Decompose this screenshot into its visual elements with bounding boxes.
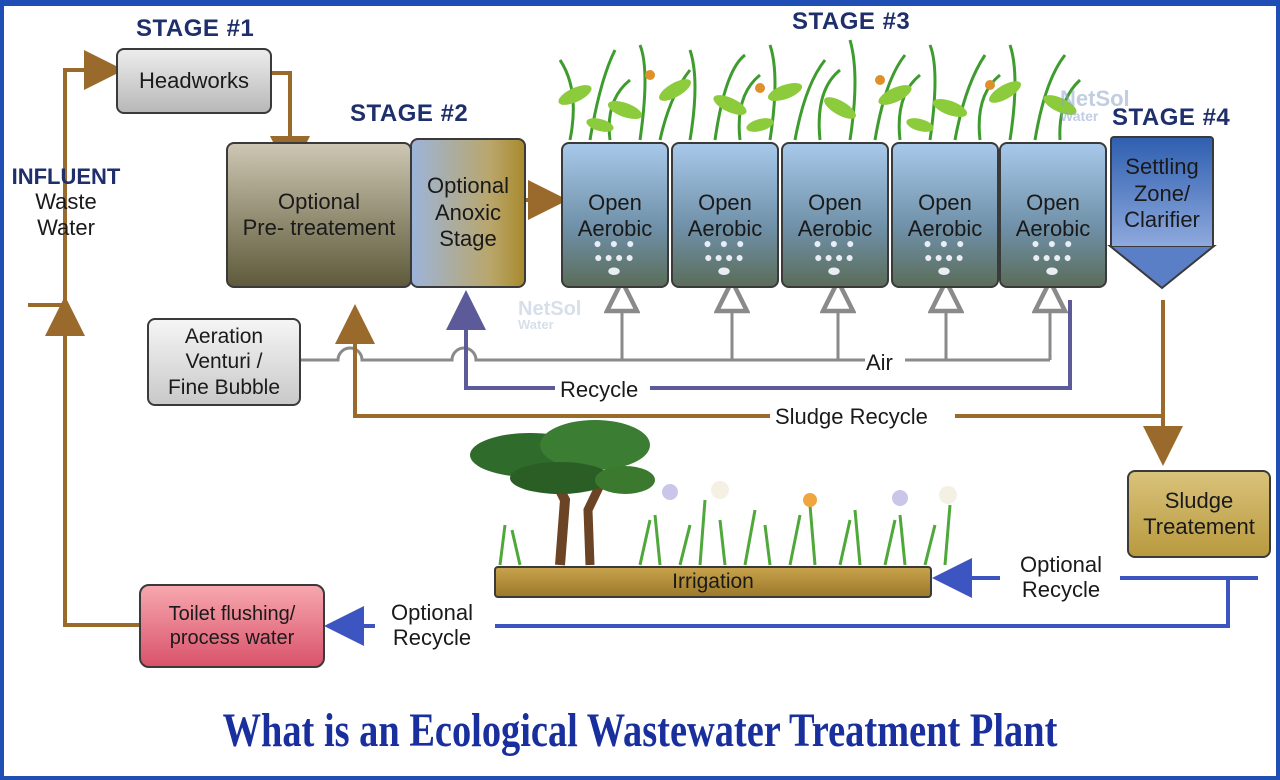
optional-recycle-right-line2: Recycle (1021, 577, 1101, 603)
aerobic-3-line2: Aerobic (797, 216, 873, 242)
stage-2-label: STAGE #2 (350, 100, 469, 127)
stage-4-label: STAGE #4 (1112, 104, 1231, 131)
headworks-to-pretreatment-arrow (270, 71, 310, 176)
pretreatment-box: Optional Pre- treatement (226, 142, 412, 288)
optional-recycle-bottom-label: Optional Recycle (376, 600, 488, 651)
wetland-flowers (645, 70, 995, 93)
aerobic-tank-2: Open Aerobic ● ● ●●●●●⬬ (671, 142, 779, 288)
air-bubbles-icon: ● ● ●●●●●⬬ (1031, 235, 1075, 279)
stage-3-label: STAGE #3 (792, 8, 911, 35)
pretreatment-line2: Pre- treatement (242, 215, 396, 240)
optional-recycle-right-line1: Optional (1020, 552, 1102, 577)
aerobic-1-line2: Aerobic (577, 216, 653, 242)
influent-flow-line (28, 50, 140, 627)
irrigation-label: Irrigation (672, 570, 754, 594)
settling-line1: Settling (1125, 154, 1199, 180)
optional-recycle-bottom-line2: Recycle (392, 625, 472, 651)
optional-recycle-right-label: Optional Recycle (1005, 552, 1117, 603)
watermark-center-sub: Water (518, 317, 554, 332)
recycle-label: Recycle (560, 377, 639, 402)
aerobic-5-line2: Aerobic (1015, 216, 1091, 242)
toilet-flushing-box: Toilet flushing/ process water (139, 584, 325, 668)
watermark-center-brand: NetSol (518, 298, 582, 320)
watermark-top-sub: Water (1060, 108, 1099, 124)
aerobic-tank-4: Open Aerobic ● ● ●●●●●⬬ (891, 142, 999, 288)
sludge-treatment-line2: Treatement (1143, 514, 1255, 539)
aerobic-tank-5: Open Aerobic ● ● ●●●●●⬬ (999, 142, 1107, 288)
influent-line2: Waste (35, 189, 97, 215)
pretreatment-line1: Optional (278, 188, 360, 214)
optional-recycle-line (324, 558, 1258, 646)
irrigation-bed: Irrigation (494, 566, 932, 598)
air-label: Air (866, 350, 893, 375)
clarifier-cone (1107, 245, 1217, 290)
stage-1-label: STAGE #1 (136, 15, 255, 42)
air-bubbles-icon: ● ● ●●●●●⬬ (923, 235, 967, 279)
air-line (301, 296, 1050, 362)
page-title: What is an Ecological Wastewater Treatme… (222, 704, 1058, 757)
aerobic-2-line2: Aerobic (687, 216, 763, 242)
recycle-line (446, 290, 1072, 390)
aerobic-5-line1: Open (1026, 190, 1080, 215)
headworks-box: Headworks (116, 48, 272, 114)
toilet-line1: Toilet flushing/ (168, 603, 296, 625)
air-bubbles-icon: ● ● ●●●●●⬬ (593, 235, 637, 279)
headworks-label: Headworks (138, 67, 250, 93)
sludge-treatment-line1: Sludge (1164, 487, 1234, 513)
settling-line2: Zone/ (1133, 180, 1191, 206)
aerobic-tank-3: Open Aerobic ● ● ●●●●●⬬ (781, 142, 889, 288)
anoxic-box: Optional Anoxic Stage (410, 138, 526, 288)
influent-label: INFLUENT Waste Water (6, 164, 126, 240)
aerobic-4-line2: Aerobic (907, 216, 983, 242)
aerobic-tank-1: Open Aerobic ● ● ●●●●●⬬ (561, 142, 669, 288)
anoxic-line3: Stage (439, 226, 497, 252)
settling-zone-box: Settling Zone/ Clarifier (1110, 136, 1214, 246)
aerobic-1-line1: Open (588, 190, 642, 215)
wetland-leaves (558, 79, 1077, 132)
air-bubbles-icon: ● ● ●●●●●⬬ (703, 235, 747, 279)
sludge-recycle-line (335, 300, 1183, 466)
air-bubbles-icon: ● ● ●●●●●⬬ (813, 235, 857, 279)
aeration-line1: Aeration (184, 325, 264, 349)
irrigation-trees (470, 420, 655, 566)
settling-line3: Clarifier (1124, 207, 1200, 233)
anoxic-line2: Anoxic (434, 199, 502, 225)
aerobic-3-line1: Open (808, 190, 862, 215)
sludge-treatment-box: Sludge Treatement (1127, 470, 1271, 558)
optional-recycle-bottom-line1: Optional (391, 600, 473, 625)
watermark-logo-top: NetSol Water (1060, 86, 1130, 124)
anoxic-line1: Optional (427, 173, 509, 199)
watermark-logo-center: NetSol Water (518, 298, 581, 332)
aerobic-4-line1: Open (918, 190, 972, 215)
aeration-line2: Venturi / (185, 350, 263, 374)
aeration-line3: Fine Bubble (167, 375, 281, 399)
influent-line3: Water (37, 214, 95, 240)
watermark-top-brand: NetSol (1060, 86, 1130, 111)
influent-title: INFLUENT (11, 164, 121, 189)
sludge-recycle-label: Sludge Recycle (775, 404, 928, 429)
aerobic-2-line1: Open (698, 190, 752, 215)
toilet-line2: process water (169, 627, 295, 649)
irrigation-grass (498, 499, 952, 566)
irrigation-flowers (662, 481, 957, 507)
aeration-box: Aeration Venturi / Fine Bubble (147, 318, 301, 406)
